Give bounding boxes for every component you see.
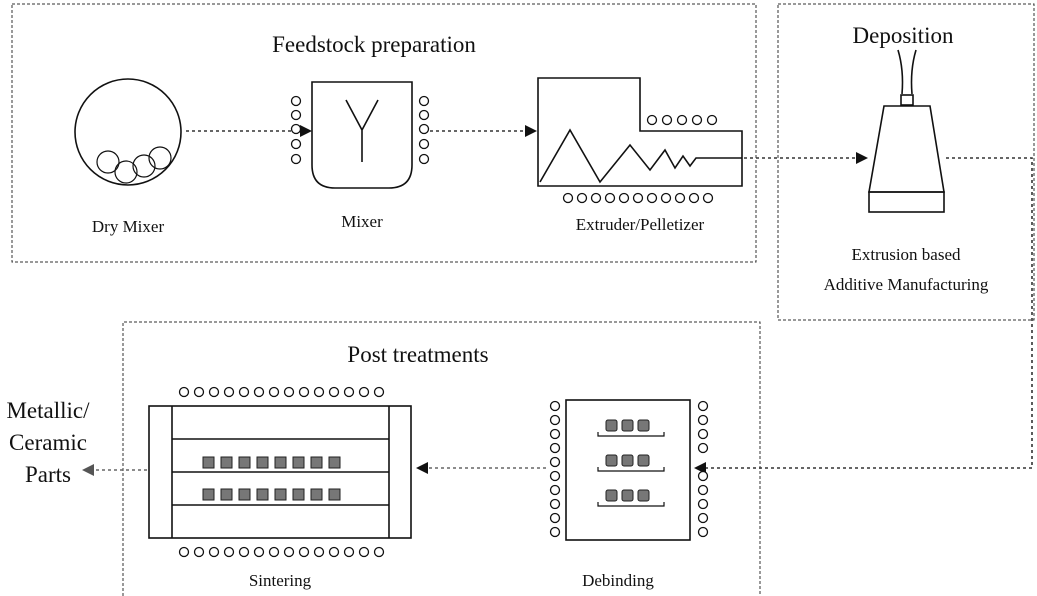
mixer-label: Mixer: [341, 212, 383, 231]
feedstock-preparation-title: Feedstock preparation: [272, 32, 476, 57]
sintering-furnace-icon: [148, 386, 412, 558]
debinding-label: Debinding: [582, 571, 654, 590]
feedstock-preparation-group: [11, 3, 757, 263]
flow-arrow-deposition-to-debinding: [694, 157, 1033, 474]
am-label-line1: Extrusion based: [851, 245, 961, 264]
extruder-pelletizer-label: Extruder/Pelletizer: [576, 215, 705, 234]
post-treatments-title: Post treatments: [347, 342, 488, 367]
dry-mixer-icon: [74, 78, 182, 186]
mixer-icon: [290, 81, 430, 189]
output-label-line2: Ceramic: [9, 430, 87, 455]
output-label-line1: Metallic/: [6, 398, 90, 423]
output-label-line3: Parts: [25, 462, 71, 487]
am-label-line2: Additive Manufacturing: [824, 275, 989, 294]
dry-mixer-label: Dry Mixer: [92, 217, 165, 236]
deposition-group: [777, 3, 1035, 321]
extruder-pelletizer-icon: [537, 77, 743, 204]
deposition-title: Deposition: [853, 23, 954, 48]
post-treatments-group: [122, 321, 761, 596]
debinding-furnace-icon: [549, 399, 709, 541]
sintering-label: Sintering: [249, 571, 312, 590]
am-printer-icon: [868, 49, 945, 213]
